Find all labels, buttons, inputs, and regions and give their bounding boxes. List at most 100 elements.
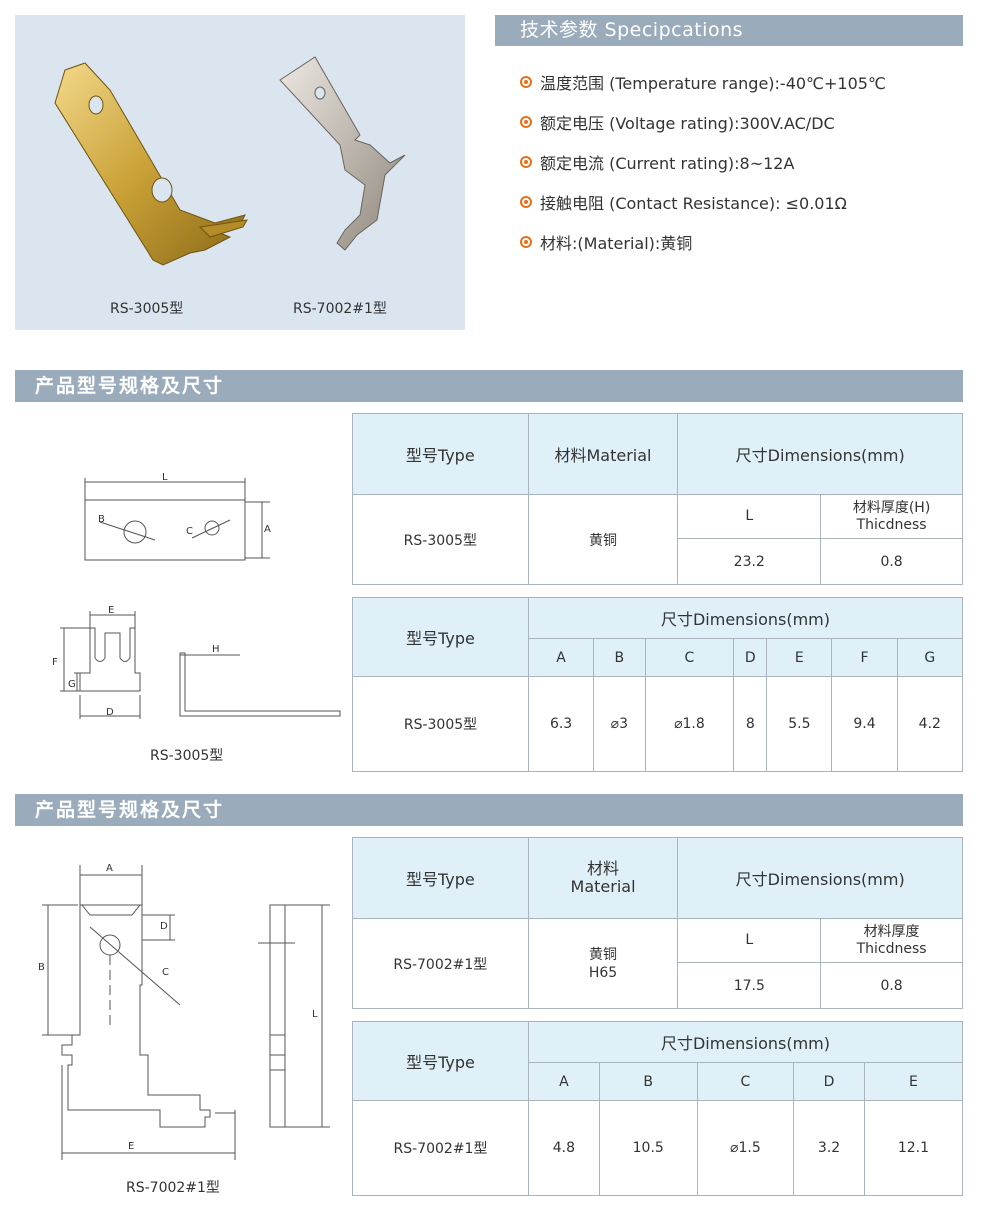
- cell-B: ⌀3: [593, 676, 646, 772]
- col-header-G: G: [896, 638, 964, 677]
- header-material-en: Material: [570, 877, 636, 896]
- rs-3005-drawing-caption: RS-3005型: [150, 748, 224, 764]
- photo-caption-rs-3005: RS-3005型: [110, 301, 184, 317]
- cell-model: RS-3005型: [352, 676, 529, 772]
- header-type: 型号Type: [352, 413, 529, 495]
- dim-label-B: B: [38, 962, 45, 973]
- spec-temperature: 温度范围 (Temperature range):-40℃+105℃: [520, 62, 886, 102]
- spec-material: 材料:(Material):黄铜: [520, 222, 886, 262]
- dim-label-E: E: [108, 605, 114, 616]
- rs-3005-top-view-drawing: L B C A: [84, 472, 271, 561]
- header-dimensions: 尺寸Dimensions(mm): [528, 597, 963, 639]
- cell-L: 23.2: [677, 538, 822, 585]
- bullet-icon: [520, 76, 532, 88]
- header-thickness: 材料厚度(H) Thicdness: [820, 494, 963, 539]
- col-header-A: A: [528, 1062, 600, 1101]
- col-header-C: C: [644, 638, 735, 677]
- spec-resistance: 接触电阻 (Contact Resistance): ≤0.01Ω: [520, 182, 886, 222]
- col-header-C: C: [696, 1062, 795, 1101]
- dim-label-A: A: [264, 524, 271, 535]
- col-header-B: B: [593, 638, 646, 677]
- cell-B: 10.5: [598, 1100, 698, 1196]
- rs-7002-photo: [279, 56, 406, 251]
- spec-voltage: 额定电压 (Voltage rating):300V.AC/DC: [520, 102, 886, 142]
- header-thickness: 材料厚度 Thicdness: [820, 918, 963, 963]
- dim-label-D: D: [106, 707, 114, 718]
- col-header-A: A: [527, 638, 595, 677]
- section-2-header: 产品型号规格及尺寸: [15, 794, 963, 826]
- product-photo-panel: RS-3005型 RS-7002#1型: [15, 15, 465, 330]
- specifications-header: 技术参数 Specipcations: [495, 15, 963, 46]
- product-photos: [54, 56, 406, 266]
- header-type: 型号Type: [352, 1021, 529, 1101]
- header-thickness-en: Thicdness: [856, 940, 927, 957]
- dim-label-C: C: [162, 967, 169, 978]
- cell-A: 6.3: [527, 676, 595, 772]
- col-header-E: E: [766, 638, 833, 677]
- rs-3005-photo: [54, 62, 248, 266]
- header-thickness-en: Thicdness: [856, 516, 927, 533]
- cell-model: RS-3005型: [352, 494, 529, 585]
- cell-material-grade: H65: [588, 964, 618, 981]
- header-dimensions: 尺寸Dimensions(mm): [677, 413, 963, 495]
- dim-label-D: D: [160, 921, 168, 932]
- rs-3005-dimensions-table: 型号Type 尺寸Dimensions(mm) A B C D E F G RS…: [352, 597, 964, 772]
- dim-label-F: F: [52, 657, 58, 668]
- cell-C: ⌀1.8: [644, 676, 735, 772]
- header-material: 材料Material: [527, 413, 679, 495]
- header-thickness-cn: 材料厚度(H): [852, 499, 931, 516]
- col-header-D: D: [793, 1062, 865, 1101]
- cell-F: 9.4: [831, 676, 898, 772]
- dim-label-L: L: [312, 1009, 318, 1020]
- photo-caption-rs-7002: RS-7002#1型: [293, 301, 387, 317]
- header-dimensions: 尺寸Dimensions(mm): [528, 1021, 963, 1063]
- dim-label-B: B: [98, 514, 105, 525]
- cell-G: 4.2: [896, 676, 964, 772]
- rs-7002-drawing-caption: RS-7002#1型: [126, 1180, 220, 1196]
- cell-D: 8: [733, 676, 768, 772]
- dim-label-E: E: [128, 1141, 134, 1152]
- cell-model: RS-7002#1型: [352, 918, 529, 1009]
- rs-3005-material-table: 型号Type 材料Material 尺寸Dimensions(mm) RS-30…: [352, 413, 963, 585]
- col-header-E: E: [863, 1062, 964, 1101]
- cell-thickness: 0.8: [820, 962, 963, 1009]
- cell-C: ⌀1.5: [696, 1100, 795, 1196]
- col-header-F: F: [831, 638, 898, 677]
- cell-E: 12.1: [863, 1100, 964, 1196]
- bullet-icon: [520, 196, 532, 208]
- cell-material-cn: 黄铜: [589, 946, 618, 963]
- cell-model: RS-7002#1型: [352, 1100, 529, 1196]
- dim-label-G: G: [68, 679, 76, 690]
- dim-label-H: H: [212, 644, 220, 655]
- header-L: L: [677, 918, 822, 963]
- cell-E: 5.5: [766, 676, 833, 772]
- specifications-list: 温度范围 (Temperature range):-40℃+105℃ 额定电压 …: [520, 62, 886, 262]
- dim-label-A: A: [106, 863, 113, 874]
- bullet-icon: [520, 116, 532, 128]
- bullet-icon: [520, 236, 532, 248]
- rs-7002-material-table: 型号Type 材料 Material 尺寸Dimensions(mm) RS-7…: [352, 837, 963, 1009]
- rs-3005-side-view-drawing: E F G D H: [52, 605, 341, 719]
- cell-material: 黄铜 H65: [527, 918, 679, 1009]
- header-material: 材料 Material: [527, 837, 679, 919]
- col-header-B: B: [598, 1062, 698, 1101]
- rs-7002-dimensions-table: 型号Type 尺寸Dimensions(mm) A B C D E RS-700…: [352, 1021, 964, 1196]
- spec-current: 额定电流 (Current rating):8~12A: [520, 142, 886, 182]
- cell-D: 3.2: [793, 1100, 865, 1196]
- col-header-D: D: [733, 638, 768, 677]
- dim-label-C: C: [186, 526, 193, 537]
- header-type: 型号Type: [352, 597, 529, 677]
- header-material-cn: 材料: [587, 859, 620, 878]
- cell-L: 17.5: [677, 962, 822, 1009]
- cell-A: 4.8: [528, 1100, 600, 1196]
- header-thickness-cn: 材料厚度: [863, 923, 920, 940]
- header-type: 型号Type: [352, 837, 529, 919]
- rs-7002-drawing: A B C D E L: [38, 863, 330, 1160]
- cell-material: 黄铜: [527, 494, 679, 585]
- bullet-icon: [520, 156, 532, 168]
- header-dimensions: 尺寸Dimensions(mm): [677, 837, 963, 919]
- dim-label-L: L: [162, 472, 168, 483]
- section-1-header: 产品型号规格及尺寸: [15, 370, 963, 402]
- cell-thickness: 0.8: [820, 538, 963, 585]
- header-L: L: [677, 494, 822, 539]
